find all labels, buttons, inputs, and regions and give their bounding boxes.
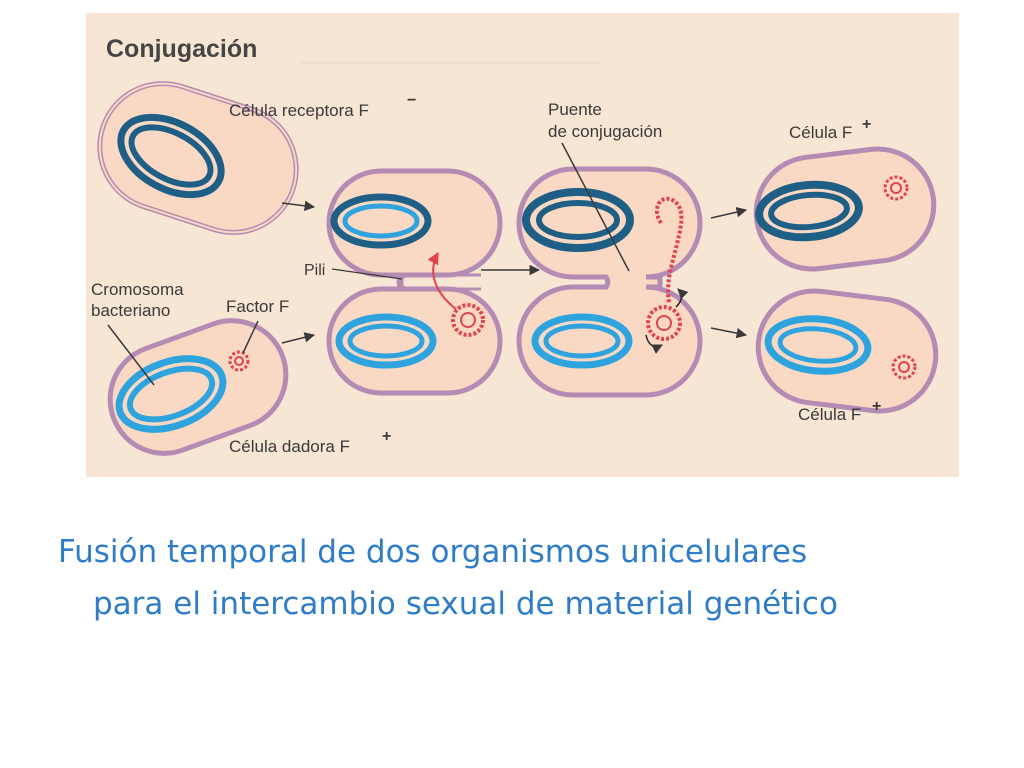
arrow-to-result-top bbox=[710, 206, 748, 219]
pointer-factor-f bbox=[242, 320, 259, 354]
label-factor-f: Factor F bbox=[226, 297, 289, 316]
caption-line-1: Fusión temporal de dos organismos unicel… bbox=[58, 534, 808, 570]
mating-pair-2 bbox=[516, 166, 703, 398]
conjugation-diagram: Conjugación Célula receptora F − Cromoso… bbox=[86, 13, 959, 477]
diagram-title: Conjugación bbox=[106, 35, 257, 63]
label-celula-dadora: Célula dadora F bbox=[229, 437, 350, 456]
label-celula-f-bottom: Célula F bbox=[798, 405, 861, 424]
diagram-canvas: Conjugación Célula receptora F − Cromoso… bbox=[86, 13, 959, 477]
caption-line-2: para el intercambio sexual de material g… bbox=[93, 586, 838, 622]
label-celula-receptora: Célula receptora F bbox=[229, 101, 369, 120]
label-receptora-superscript: − bbox=[407, 92, 416, 109]
label-celula-f-top: Célula F bbox=[789, 123, 852, 142]
label-cromosoma-1: Cromosoma bbox=[91, 280, 184, 299]
mating-pair-1 bbox=[326, 168, 503, 396]
label-dadora-superscript: + bbox=[382, 428, 391, 445]
arrow-to-result-bottom bbox=[710, 327, 748, 339]
label-puente-2: de conjugación bbox=[548, 122, 662, 141]
pointer-pili bbox=[331, 268, 403, 280]
label-puente-1: Puente bbox=[548, 100, 602, 119]
label-cromosoma-2: bacteriano bbox=[91, 301, 170, 320]
label-celula-f-bottom-superscript: + bbox=[872, 398, 881, 415]
donor-cell bbox=[107, 318, 289, 456]
arrow-recipient-to-pair bbox=[281, 200, 316, 212]
pointer-puente bbox=[561, 142, 630, 272]
label-celula-f-top-superscript: + bbox=[862, 116, 871, 133]
label-pili: Pili bbox=[304, 262, 325, 279]
pointer-cromosoma bbox=[107, 324, 155, 386]
result-cell-top bbox=[753, 146, 937, 272]
arrow-donor-to-pair bbox=[281, 332, 316, 344]
result-cell-bottom bbox=[755, 288, 939, 414]
recipient-cell bbox=[97, 81, 299, 235]
